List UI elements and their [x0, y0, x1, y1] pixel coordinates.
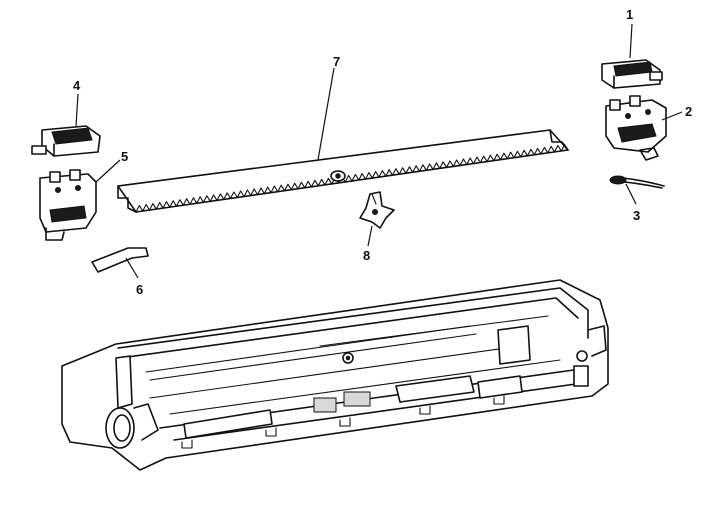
callout-8: 8 — [363, 248, 370, 263]
callout-4: 4 — [73, 78, 81, 93]
callout-labels: 1 2 3 4 5 6 7 8 — [73, 7, 692, 297]
part-6-left-spring — [91, 247, 149, 273]
callout-3: 3 — [633, 208, 640, 223]
callout-2: 2 — [685, 104, 692, 119]
part-2-right-bracket — [605, 95, 667, 161]
leader-lines — [75, 23, 683, 279]
housing-tray — [61, 279, 609, 471]
callout-5: 5 — [121, 149, 128, 164]
part-4-left-cap — [31, 125, 101, 157]
part-5-left-bracket — [39, 169, 97, 241]
part-3-right-spring — [609, 175, 665, 189]
callout-6: 6 — [136, 282, 143, 297]
part-1-right-cap — [601, 59, 663, 89]
callout-7: 7 — [333, 54, 340, 69]
part-8-star-gear — [359, 191, 395, 229]
part-7-gear-rack — [117, 129, 569, 213]
callout-1: 1 — [626, 7, 633, 22]
